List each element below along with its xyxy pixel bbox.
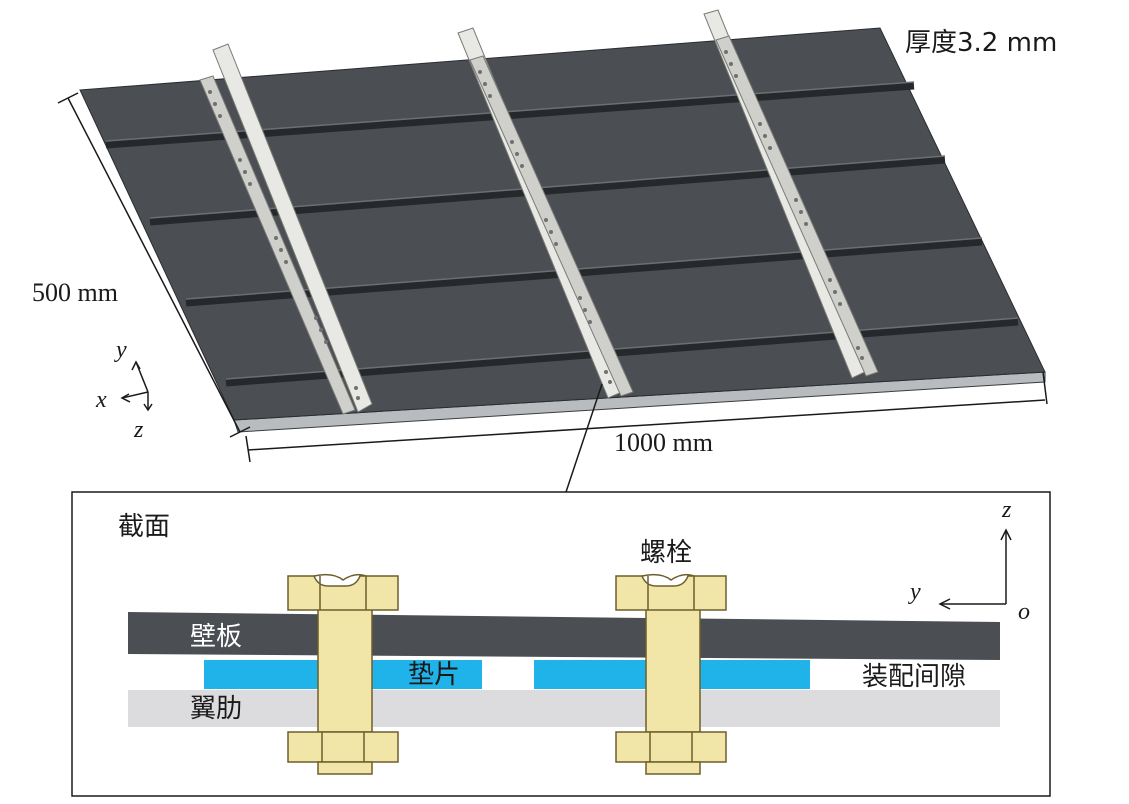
- length-dimension-label: 1000 mm: [614, 428, 713, 457]
- top-axis-x-label: x: [96, 387, 107, 413]
- bolt-holes: [208, 50, 864, 400]
- leader-line: [565, 383, 603, 493]
- section-axis-origin-label: o: [1018, 599, 1030, 625]
- bolt-right: [615, 573, 727, 775]
- section-title: 截面: [118, 512, 171, 542]
- bolt-label: 螺栓: [640, 538, 693, 568]
- assembly-gap-label: 装配间隙: [862, 662, 967, 692]
- bolt-left: [287, 573, 399, 775]
- dimension-500: [57, 92, 251, 438]
- thickness-label: 厚度3.2 mm: [905, 28, 1058, 58]
- rib-flange-strip: [128, 690, 1000, 727]
- panel-label: 壁板: [190, 622, 243, 652]
- top-axis-triad: [120, 360, 153, 412]
- rib-3: [703, 9, 879, 379]
- width-dimension-label: 500 mm: [32, 278, 118, 307]
- shim-label: 垫片: [408, 660, 461, 690]
- wing-panel-assembly: [79, 9, 1046, 433]
- rib-flange-label: 翼肋: [190, 694, 243, 724]
- section-axis-y-label: y: [910, 579, 921, 605]
- ribs: [199, 9, 879, 415]
- top-axis-z-label: z: [134, 417, 144, 443]
- dimension-1000: [245, 371, 1048, 463]
- top-axis-y-label: y: [116, 337, 127, 363]
- section-axis-triad: [938, 528, 1012, 610]
- section-axis-z-label: z: [1002, 497, 1012, 523]
